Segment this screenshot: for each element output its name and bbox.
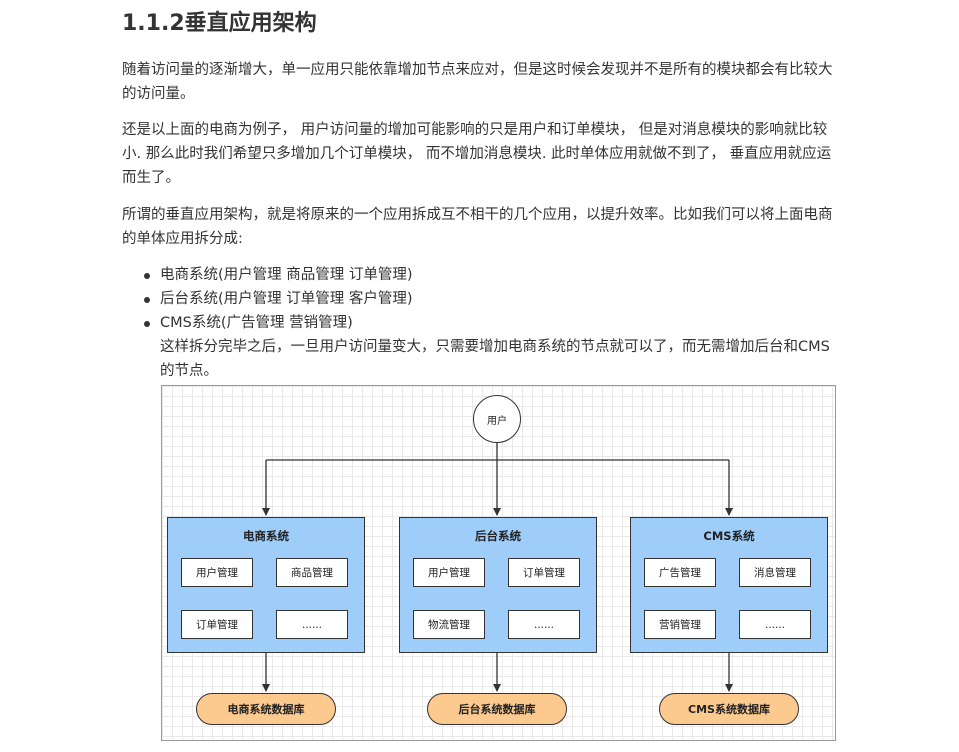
system-cms: CMS系统 广告管理 消息管理 营销管理 ...... bbox=[630, 517, 828, 653]
module-box: ...... bbox=[508, 610, 580, 639]
paragraph-example: 还是以上面的电商为例子， 用户访问量的增加可能影响的只是用户和订单模块， 但是对… bbox=[122, 122, 832, 186]
architecture-diagram: 用户 电商系统 用户管理 商品管理 订单管理 ...... 后台系统 用户管理 … bbox=[161, 385, 836, 741]
module-box: 消息管理 bbox=[739, 558, 811, 587]
list-item: CMS系统(广告管理 营销管理) 这样拆分完毕之后，一旦用户访问量变大，只需要增… bbox=[122, 311, 842, 383]
database-backend: 后台系统数据库 bbox=[427, 693, 567, 725]
system-title: 电商系统 bbox=[243, 529, 289, 543]
paragraph-intro: 随着访问量的逐渐增大，单一应用只能依靠增加节点来应对，但是这时候会发现并不是所有… bbox=[122, 62, 833, 102]
module-box: 用户管理 bbox=[181, 558, 253, 587]
list-item-text: CMS系统(广告管理 营销管理) bbox=[160, 315, 353, 331]
system-ecommerce: 电商系统 用户管理 商品管理 订单管理 ...... bbox=[167, 517, 365, 653]
list-item-note: 这样拆分完毕之后，一旦用户访问量变大，只需要增加电商系统的节点就可以了，而无需增… bbox=[160, 339, 830, 379]
module-box: 营销管理 bbox=[644, 610, 716, 639]
bullet-icon bbox=[144, 297, 150, 303]
module-box: 物流管理 bbox=[413, 610, 485, 639]
user-node: 用户 bbox=[473, 395, 521, 443]
database-cms: CMS系统数据库 bbox=[659, 693, 799, 725]
list-item: 后台系统(用户管理 订单管理 客户管理) bbox=[122, 287, 842, 311]
bullet-icon bbox=[144, 273, 150, 279]
bullet-icon bbox=[144, 321, 150, 327]
system-title: CMS系统 bbox=[703, 529, 755, 543]
paragraph-definition: 所谓的垂直应用架构，就是将原来的一个应用拆成互不相干的几个应用，以提升效率。比如… bbox=[122, 207, 833, 247]
system-split-list: 电商系统(用户管理 商品管理 订单管理) 后台系统(用户管理 订单管理 客户管理… bbox=[122, 263, 842, 383]
system-title: 后台系统 bbox=[475, 529, 521, 543]
section-heading: 1.1.2垂直应用架构 bbox=[122, 11, 317, 36]
module-box: 商品管理 bbox=[276, 558, 348, 587]
module-box: ...... bbox=[739, 610, 811, 639]
module-box: 广告管理 bbox=[644, 558, 716, 587]
system-backend: 后台系统 用户管理 订单管理 物流管理 ...... bbox=[399, 517, 597, 653]
list-item-text: 后台系统(用户管理 订单管理 客户管理) bbox=[160, 291, 413, 307]
module-box: 订单管理 bbox=[181, 610, 253, 639]
list-item-text: 电商系统(用户管理 商品管理 订单管理) bbox=[160, 267, 413, 283]
module-box: ...... bbox=[276, 610, 348, 639]
database-ecommerce: 电商系统数据库 bbox=[196, 693, 336, 725]
connector-lines bbox=[262, 443, 733, 692]
user-label: 用户 bbox=[487, 415, 507, 427]
module-box: 订单管理 bbox=[508, 558, 580, 587]
module-box: 用户管理 bbox=[413, 558, 485, 587]
list-item: 电商系统(用户管理 商品管理 订单管理) bbox=[122, 263, 842, 287]
